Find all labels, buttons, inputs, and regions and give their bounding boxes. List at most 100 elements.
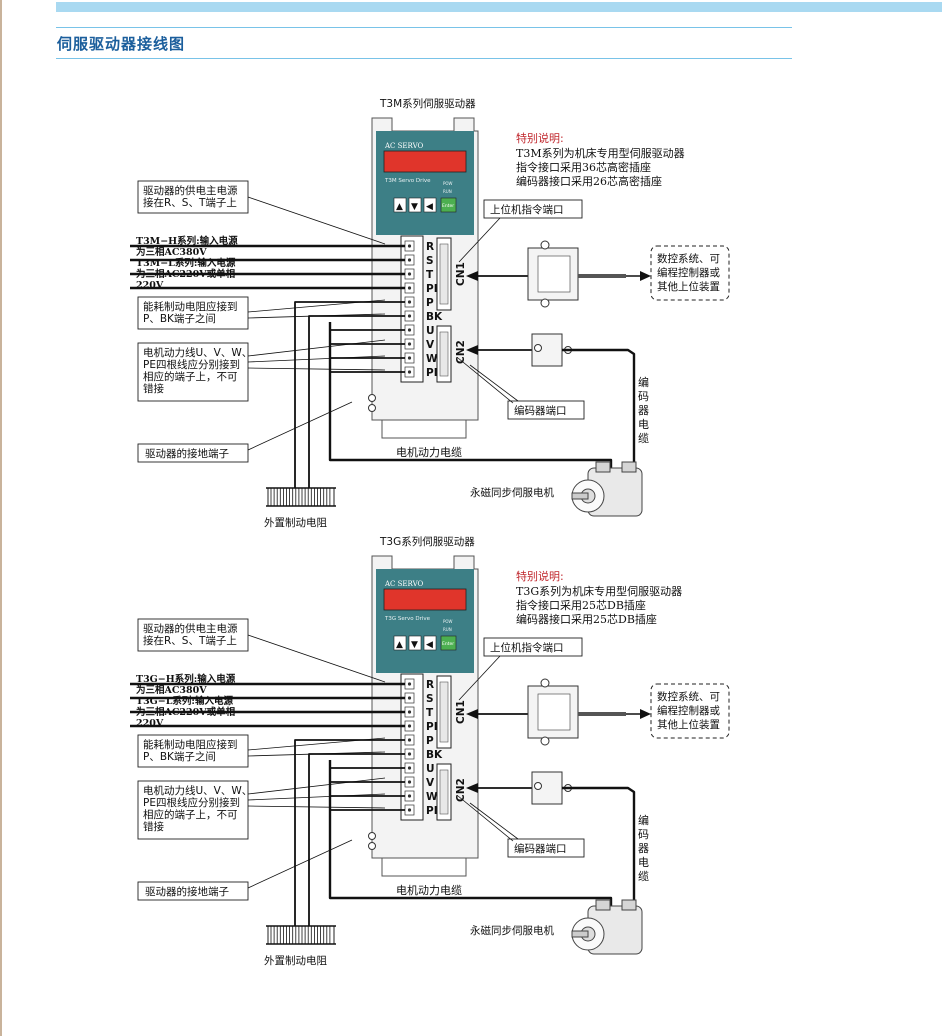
power-supply-label-line-0: 驱动器的供电主电源 [143,184,238,197]
ground-screw [368,832,376,840]
motor-lines-label-box [137,342,249,402]
motor-connector [621,461,637,473]
run-led-label: RUN [443,189,452,194]
encoder-port-leader [469,802,519,840]
panel-brand: AC SERVO [384,580,423,588]
terminal-label-s: S [426,255,434,267]
encoder-port-leader [457,357,514,404]
motor-lines-label-leader [247,805,386,809]
note-line-0: T3G系列为机床专用型伺服驱动器 [516,584,682,598]
motor-cable-label: 电机动力电缆 [396,445,462,459]
brake-label-line-0: 能耗制动电阻应接到 [143,300,238,313]
motor-lines-label-line-3: 错接 [143,382,164,395]
terminal-label-t: T [426,707,434,719]
resistor-label: 外置制动电阻 [264,516,327,529]
terminal-label-p: P [426,735,434,747]
host-db-screw [540,736,550,746]
encoder-port-leader [469,364,519,402]
cn1-label: CN1 [455,262,467,286]
terminal-screw-head [407,286,412,290]
host-device-line-2: 其他上位装置 [657,280,720,293]
encoder-cable-char-1: 码 [638,390,649,403]
run-led-label: RUN [443,627,452,632]
driver-title: T3M系列伺服驱动器 [379,97,476,110]
host-port-leader [458,655,501,701]
brake-label-line-1: P、BK端子之间 [143,312,216,325]
power-supply-label-line-0: 驱动器的供电主电源 [143,622,238,635]
host-port-leader [458,217,501,263]
terminal-screw-head [407,272,412,276]
note-line-1: 指令接口采用25芯DB插座 [516,598,646,612]
motor-label: 永磁同步伺服电机 [470,486,554,499]
title-bottom-rule [56,58,792,59]
power-supply-label-leader [247,634,386,683]
terminal-label-w: W [426,791,438,803]
terminal-screw-head [407,696,412,700]
note-line-2: 编码器接口采用25芯DB插座 [516,612,657,626]
input-spec-line-2: T3G−L系列:输入电源 [136,695,233,707]
terminal-screw-head [407,356,412,360]
ground-label-leader [247,839,353,889]
host-port-label-box [483,637,583,657]
terminal-screw-head [407,766,412,770]
motor-connector [595,899,611,911]
input-spec-line-3: 为三相AC220V或单相 [136,706,235,718]
terminal-screw-head [407,808,412,812]
encoder-cable-char-0: 编 [638,813,649,827]
terminal-label-v: V [426,339,435,351]
host-device-line-2: 其他上位装置 [657,718,720,731]
terminal-screw-head [407,738,412,742]
brake-label-leader [247,751,386,757]
page-title: 伺服驱动器接线图 [57,35,186,53]
motor-shaft [571,492,589,500]
driver-panel [376,569,474,673]
terminal-label-bk: BK [426,311,443,323]
encoder-cable-char-2: 器 [638,404,649,417]
terminal-screw-head [407,724,412,728]
brake-label-leader [247,737,386,751]
ground-label-leader [247,401,353,451]
ground-screw [368,394,376,402]
driver-mount-bottom [381,420,467,439]
enter-key-label: Enter [442,641,454,647]
host-device-line-1: 编程控制器或 [657,704,720,717]
motor-lines-label-line-1: PE四根线应分别接到 [143,796,240,809]
host-device-box [650,683,730,739]
terminal-screw-head [407,794,412,798]
resistor-label: 外置制动电阻 [264,954,327,967]
terminal-label-r: R [426,241,434,253]
host-db-screw [540,240,550,250]
motor-connector [595,461,611,473]
encoder-port-leader [457,795,514,842]
host-port-label: 上位机指令端口 [490,641,564,654]
note-line-1: 指令接口采用36芯高密插座 [516,160,651,174]
input-spec-line-4: 220V [136,718,164,729]
brake-label-leader [247,299,386,313]
arrow-left-icon [466,345,478,355]
input-spec-line-1: 为三相AC380V [136,684,207,696]
input-spec-line-2: T3M−L系列:输入电源 [136,257,236,269]
left-key-icon-glyph: ◀ [426,202,433,212]
down-key-icon-glyph: ▼ [411,202,418,212]
power-supply-label-box [137,180,249,214]
encoder-port-label-box [507,838,585,858]
encoder-cable-char-2: 器 [638,842,649,855]
motor-lines-label-leader [247,793,386,801]
arrow-right-icon [640,709,651,719]
down-key-icon-glyph: ▼ [411,640,418,650]
host-device-box [650,245,730,301]
arrow-left-icon [466,783,478,793]
motor-lines-label-leader [247,339,386,357]
top-color-band [56,2,942,12]
input-spec-line-1: 为三相AC380V [136,246,207,258]
motor-shaft [571,930,589,938]
note-heading: 特别说明: [516,569,564,583]
down-key-icon [408,635,422,651]
cn1-label: CN1 [455,700,467,724]
host-db-shell [537,693,571,731]
encoder-cable-char-3: 电 [638,418,649,431]
enter-key-icon [440,197,457,213]
terminal-screw-head [407,370,412,374]
arrow-left-icon [466,709,478,719]
